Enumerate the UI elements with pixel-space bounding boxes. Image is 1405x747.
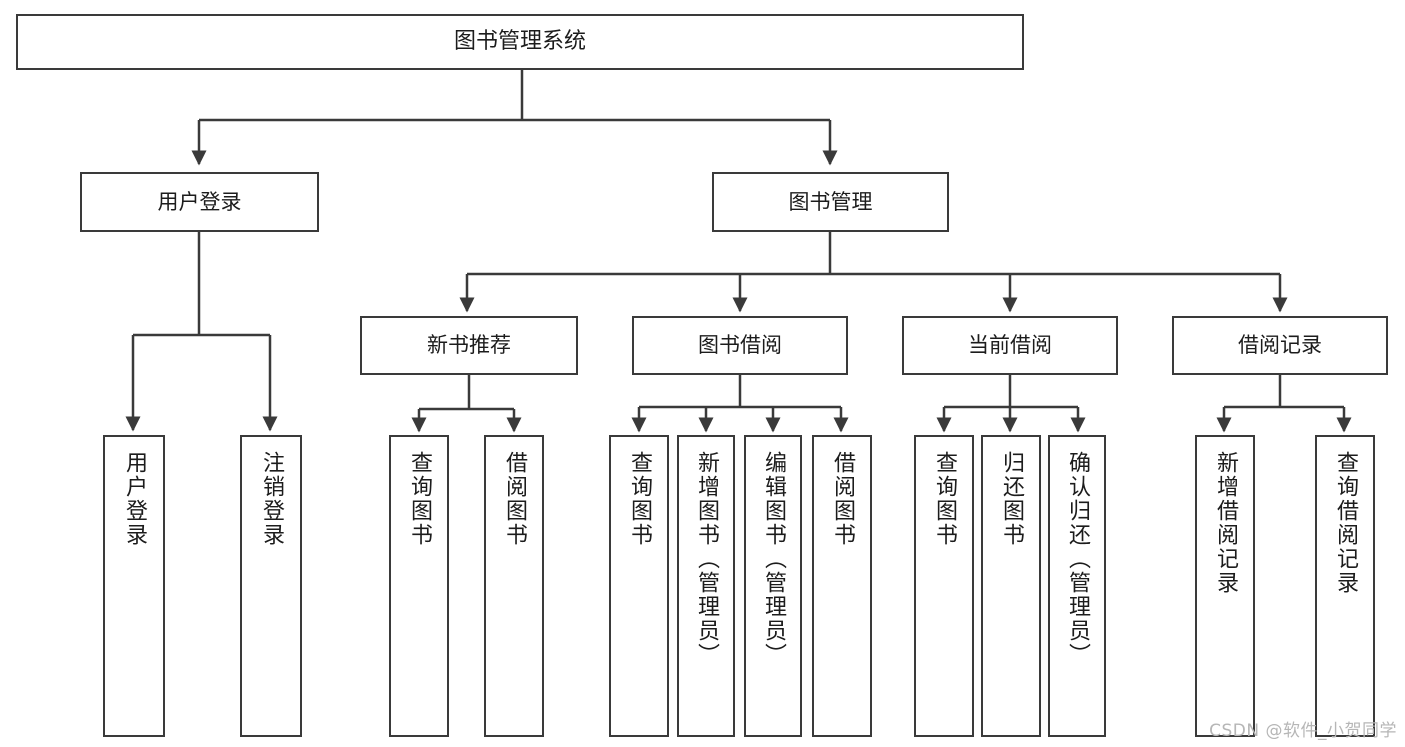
watermark: CSDN @软件_小贺同学 — [1209, 721, 1397, 741]
node-root-system[interactable]: 图书管理系统 — [16, 14, 1024, 70]
node-borrow-record[interactable]: 借阅记录 — [1172, 316, 1388, 375]
node-label: 借阅图书 — [502, 451, 527, 547]
node-label: 查询图书 — [627, 451, 652, 547]
leaf-query-book-recommend[interactable]: 查询图书 — [389, 435, 449, 737]
node-label: 确认归还（管理员） — [1065, 451, 1090, 667]
node-label: 图书借阅 — [698, 333, 782, 358]
leaf-query-borrow-record[interactable]: 查询借阅记录 — [1315, 435, 1375, 737]
node-label: 编辑图书（管理员） — [761, 451, 786, 667]
node-label: 新增借阅记录 — [1213, 451, 1238, 595]
node-label: 注销登录 — [259, 451, 284, 547]
leaf-edit-book-admin[interactable]: 编辑图书（管理员） — [744, 435, 802, 737]
leaf-logout[interactable]: 注销登录 — [240, 435, 302, 737]
node-label: 用户登录 — [122, 451, 147, 547]
leaf-return-book[interactable]: 归还图书 — [981, 435, 1041, 737]
node-label: 当前借阅 — [968, 333, 1052, 358]
node-label: 新书推荐 — [427, 333, 511, 358]
node-new-book-recommend[interactable]: 新书推荐 — [360, 316, 578, 375]
node-book-management[interactable]: 图书管理 — [712, 172, 949, 232]
node-label: 借阅记录 — [1238, 333, 1322, 358]
node-label: 查询借阅记录 — [1333, 451, 1358, 595]
leaf-query-book-borrow[interactable]: 查询图书 — [609, 435, 669, 737]
node-label: 图书管理 — [788, 189, 873, 214]
node-label: 查询图书 — [407, 451, 432, 547]
node-label: 借阅图书 — [830, 451, 855, 547]
node-user-login[interactable]: 用户登录 — [80, 172, 319, 232]
node-book-borrow[interactable]: 图书借阅 — [632, 316, 848, 375]
leaf-add-borrow-record[interactable]: 新增借阅记录 — [1195, 435, 1255, 737]
node-label: 图书管理系统 — [453, 29, 586, 55]
node-label: 归还图书 — [999, 451, 1024, 547]
leaf-confirm-return-admin[interactable]: 确认归还（管理员） — [1048, 435, 1106, 737]
node-label: 新增图书（管理员） — [694, 451, 719, 667]
leaf-user-login[interactable]: 用户登录 — [103, 435, 165, 737]
leaf-query-book-current[interactable]: 查询图书 — [914, 435, 974, 737]
node-label: 查询图书 — [932, 451, 957, 547]
leaf-add-book-admin[interactable]: 新增图书（管理员） — [677, 435, 735, 737]
node-current-borrow[interactable]: 当前借阅 — [902, 316, 1118, 375]
node-label: 用户登录 — [157, 189, 242, 214]
leaf-borrow-book[interactable]: 借阅图书 — [812, 435, 872, 737]
leaf-borrow-book-recommend[interactable]: 借阅图书 — [484, 435, 544, 737]
